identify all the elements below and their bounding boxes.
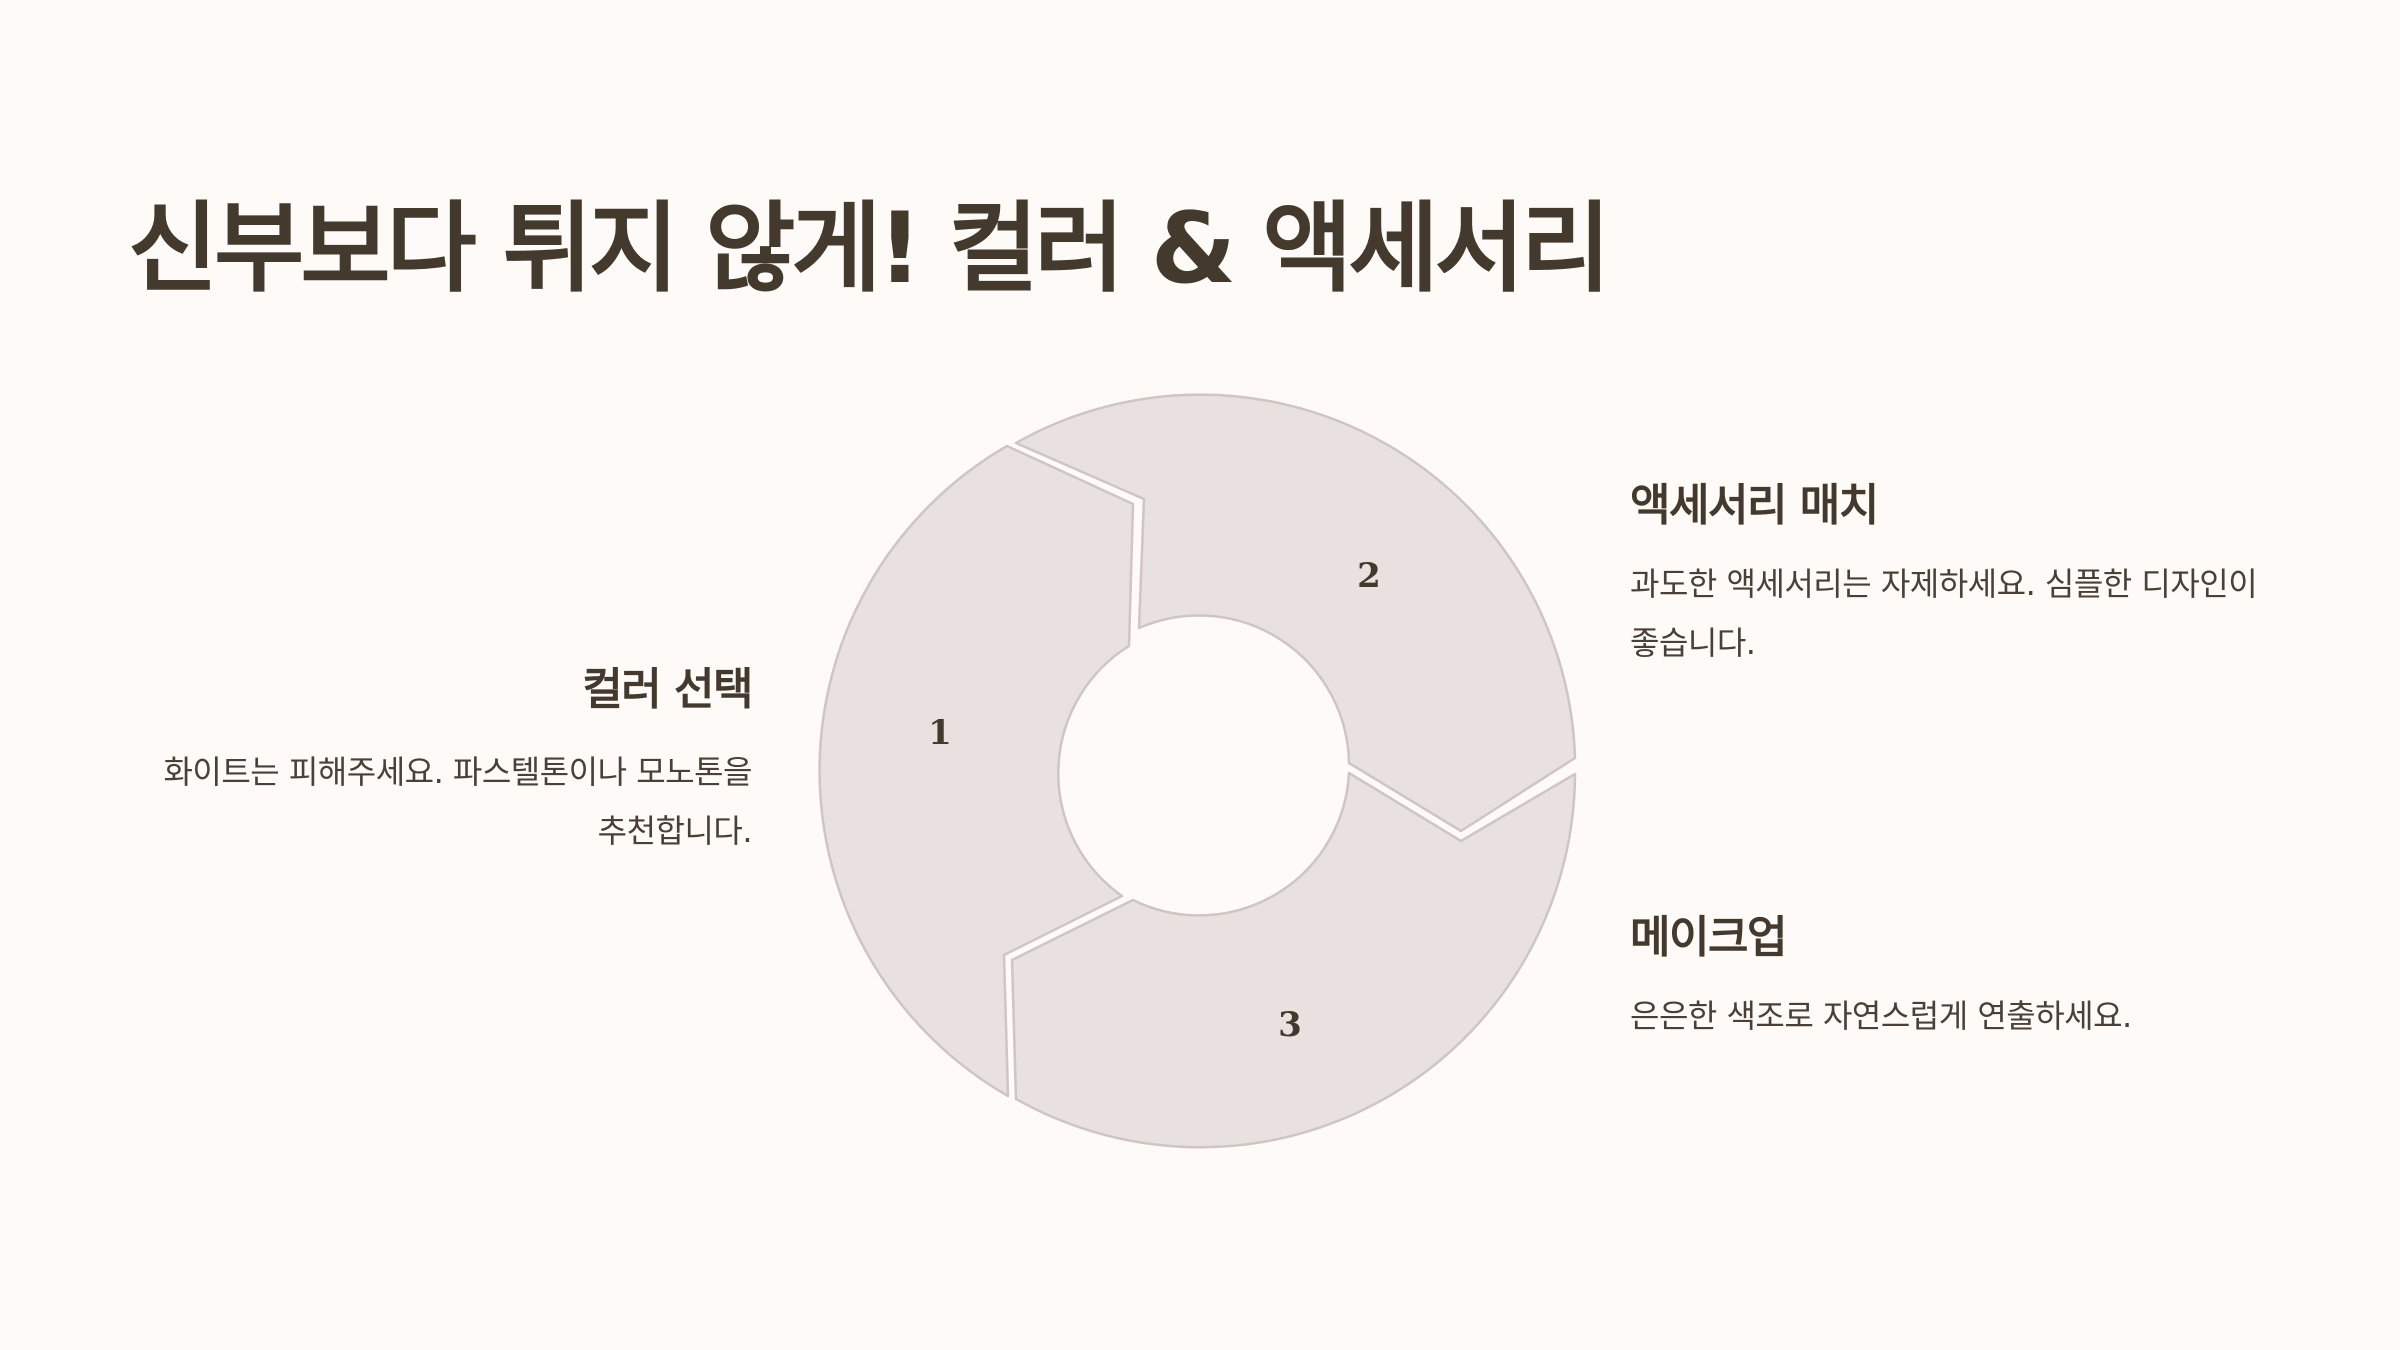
step-2-block: 액세서리 매치 과도한 액세서리는 자제하세요. 심플한 디자인이 좋습니다. <box>1630 480 2280 673</box>
cycle-diagram: 1 2 3 <box>800 370 1600 1150</box>
page-title: 신부보다 튀지 않게! 컬러 & 액세서리 <box>128 192 1611 306</box>
segment-number-2: 2 <box>1357 556 1381 596</box>
cycle-segment-2 <box>1014 393 1577 833</box>
step-1-description: 화이트는 피해주세요. 파스텔톤이나 모노톤을 추천합니다. <box>163 752 752 850</box>
cycle-segment-3 <box>1010 771 1577 1149</box>
step-1-block: 컬러 선택 화이트는 피해주세요. 파스텔톤이나 모노톤을 추천합니다. <box>130 664 753 861</box>
step-3-heading: 메이크업 <box>1630 912 1787 963</box>
step-2-description: 과도한 액세서리는 자제하세요. 심플한 디자인이 좋습니다. <box>1630 564 2258 662</box>
cycle-segment-1 <box>818 444 1135 1098</box>
segment-number-1: 1 <box>928 713 952 753</box>
step-1-heading: 컬러 선택 <box>582 664 753 715</box>
step-3-description: 은은한 색조로 자연스럽게 연출하세요. <box>1630 996 2132 1035</box>
step-3-block: 메이크업 은은한 색조로 자연스럽게 연출하세요. <box>1630 912 2280 1046</box>
step-2-heading: 액세서리 매치 <box>1630 480 1879 531</box>
segment-number-3: 3 <box>1278 1005 1302 1045</box>
